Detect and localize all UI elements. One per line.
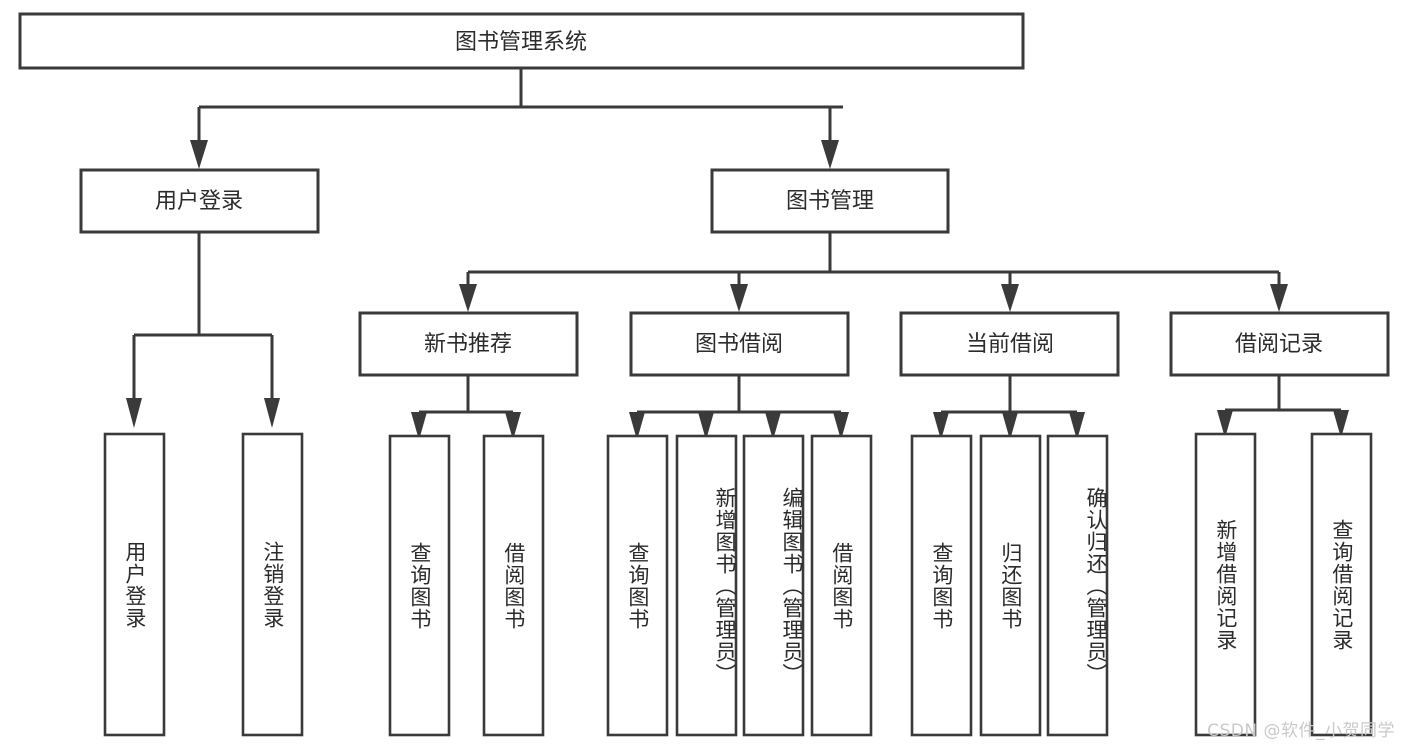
node-new-book-recommend[interactable]: 新书推荐 <box>358 311 579 377</box>
node-root-label: 图书管理系统 <box>455 30 587 55</box>
node-current-borrow[interactable]: 当前借阅 <box>899 311 1120 377</box>
node-book-borrow-label: 图书借阅 <box>695 332 783 357</box>
connector-book-borrow-to-leaves <box>629 375 849 440</box>
leaf-box-query-record[interactable] <box>1310 432 1373 737</box>
node-user-login[interactable]: 用户登录 <box>79 168 320 234</box>
leaf-box-query-book-3[interactable] <box>910 434 973 737</box>
leaf-box-query-book-2[interactable] <box>606 434 669 737</box>
node-root[interactable]: 图书管理系统 <box>18 12 1025 70</box>
node-borrow-record-label: 借阅记录 <box>1235 332 1323 357</box>
node-book-borrow[interactable]: 图书借阅 <box>629 311 850 377</box>
node-user-login-label: 用户登录 <box>155 189 243 214</box>
leaf-box-return-book[interactable] <box>979 434 1042 737</box>
leaf-box-edit-book[interactable] <box>742 434 805 737</box>
connector-user-login-to-leaves <box>126 232 280 428</box>
connector-new-book-recommend-to-leaves <box>411 375 521 440</box>
leaf-box-logout[interactable] <box>241 432 304 737</box>
leaf-box-borrow-book-2[interactable] <box>810 434 873 737</box>
csdn-watermark: CSDN @软件_小贺同学 <box>1207 721 1395 741</box>
leaf-box-confirm-return[interactable] <box>1046 434 1109 737</box>
leaf-box-add-book[interactable] <box>675 434 738 737</box>
leaf-box-user-login[interactable] <box>103 432 166 737</box>
leaf-box-add-record[interactable] <box>1194 432 1257 737</box>
leaf-box-borrow-book-1[interactable] <box>482 434 545 737</box>
leaf-box-query-book-1[interactable] <box>388 434 451 737</box>
node-book-manage[interactable]: 图书管理 <box>710 168 950 234</box>
node-new-book-recommend-label: 新书推荐 <box>424 332 512 357</box>
connector-book-manage-to-level3 <box>459 232 1288 312</box>
connector-borrow-record-to-leaves <box>1217 375 1349 438</box>
connector-root-to-level2 <box>190 68 843 169</box>
node-borrow-record[interactable]: 借阅记录 <box>1169 311 1390 377</box>
node-book-manage-label: 图书管理 <box>786 189 874 214</box>
connector-current-borrow-to-leaves <box>933 375 1085 440</box>
node-current-borrow-label: 当前借阅 <box>966 332 1054 357</box>
